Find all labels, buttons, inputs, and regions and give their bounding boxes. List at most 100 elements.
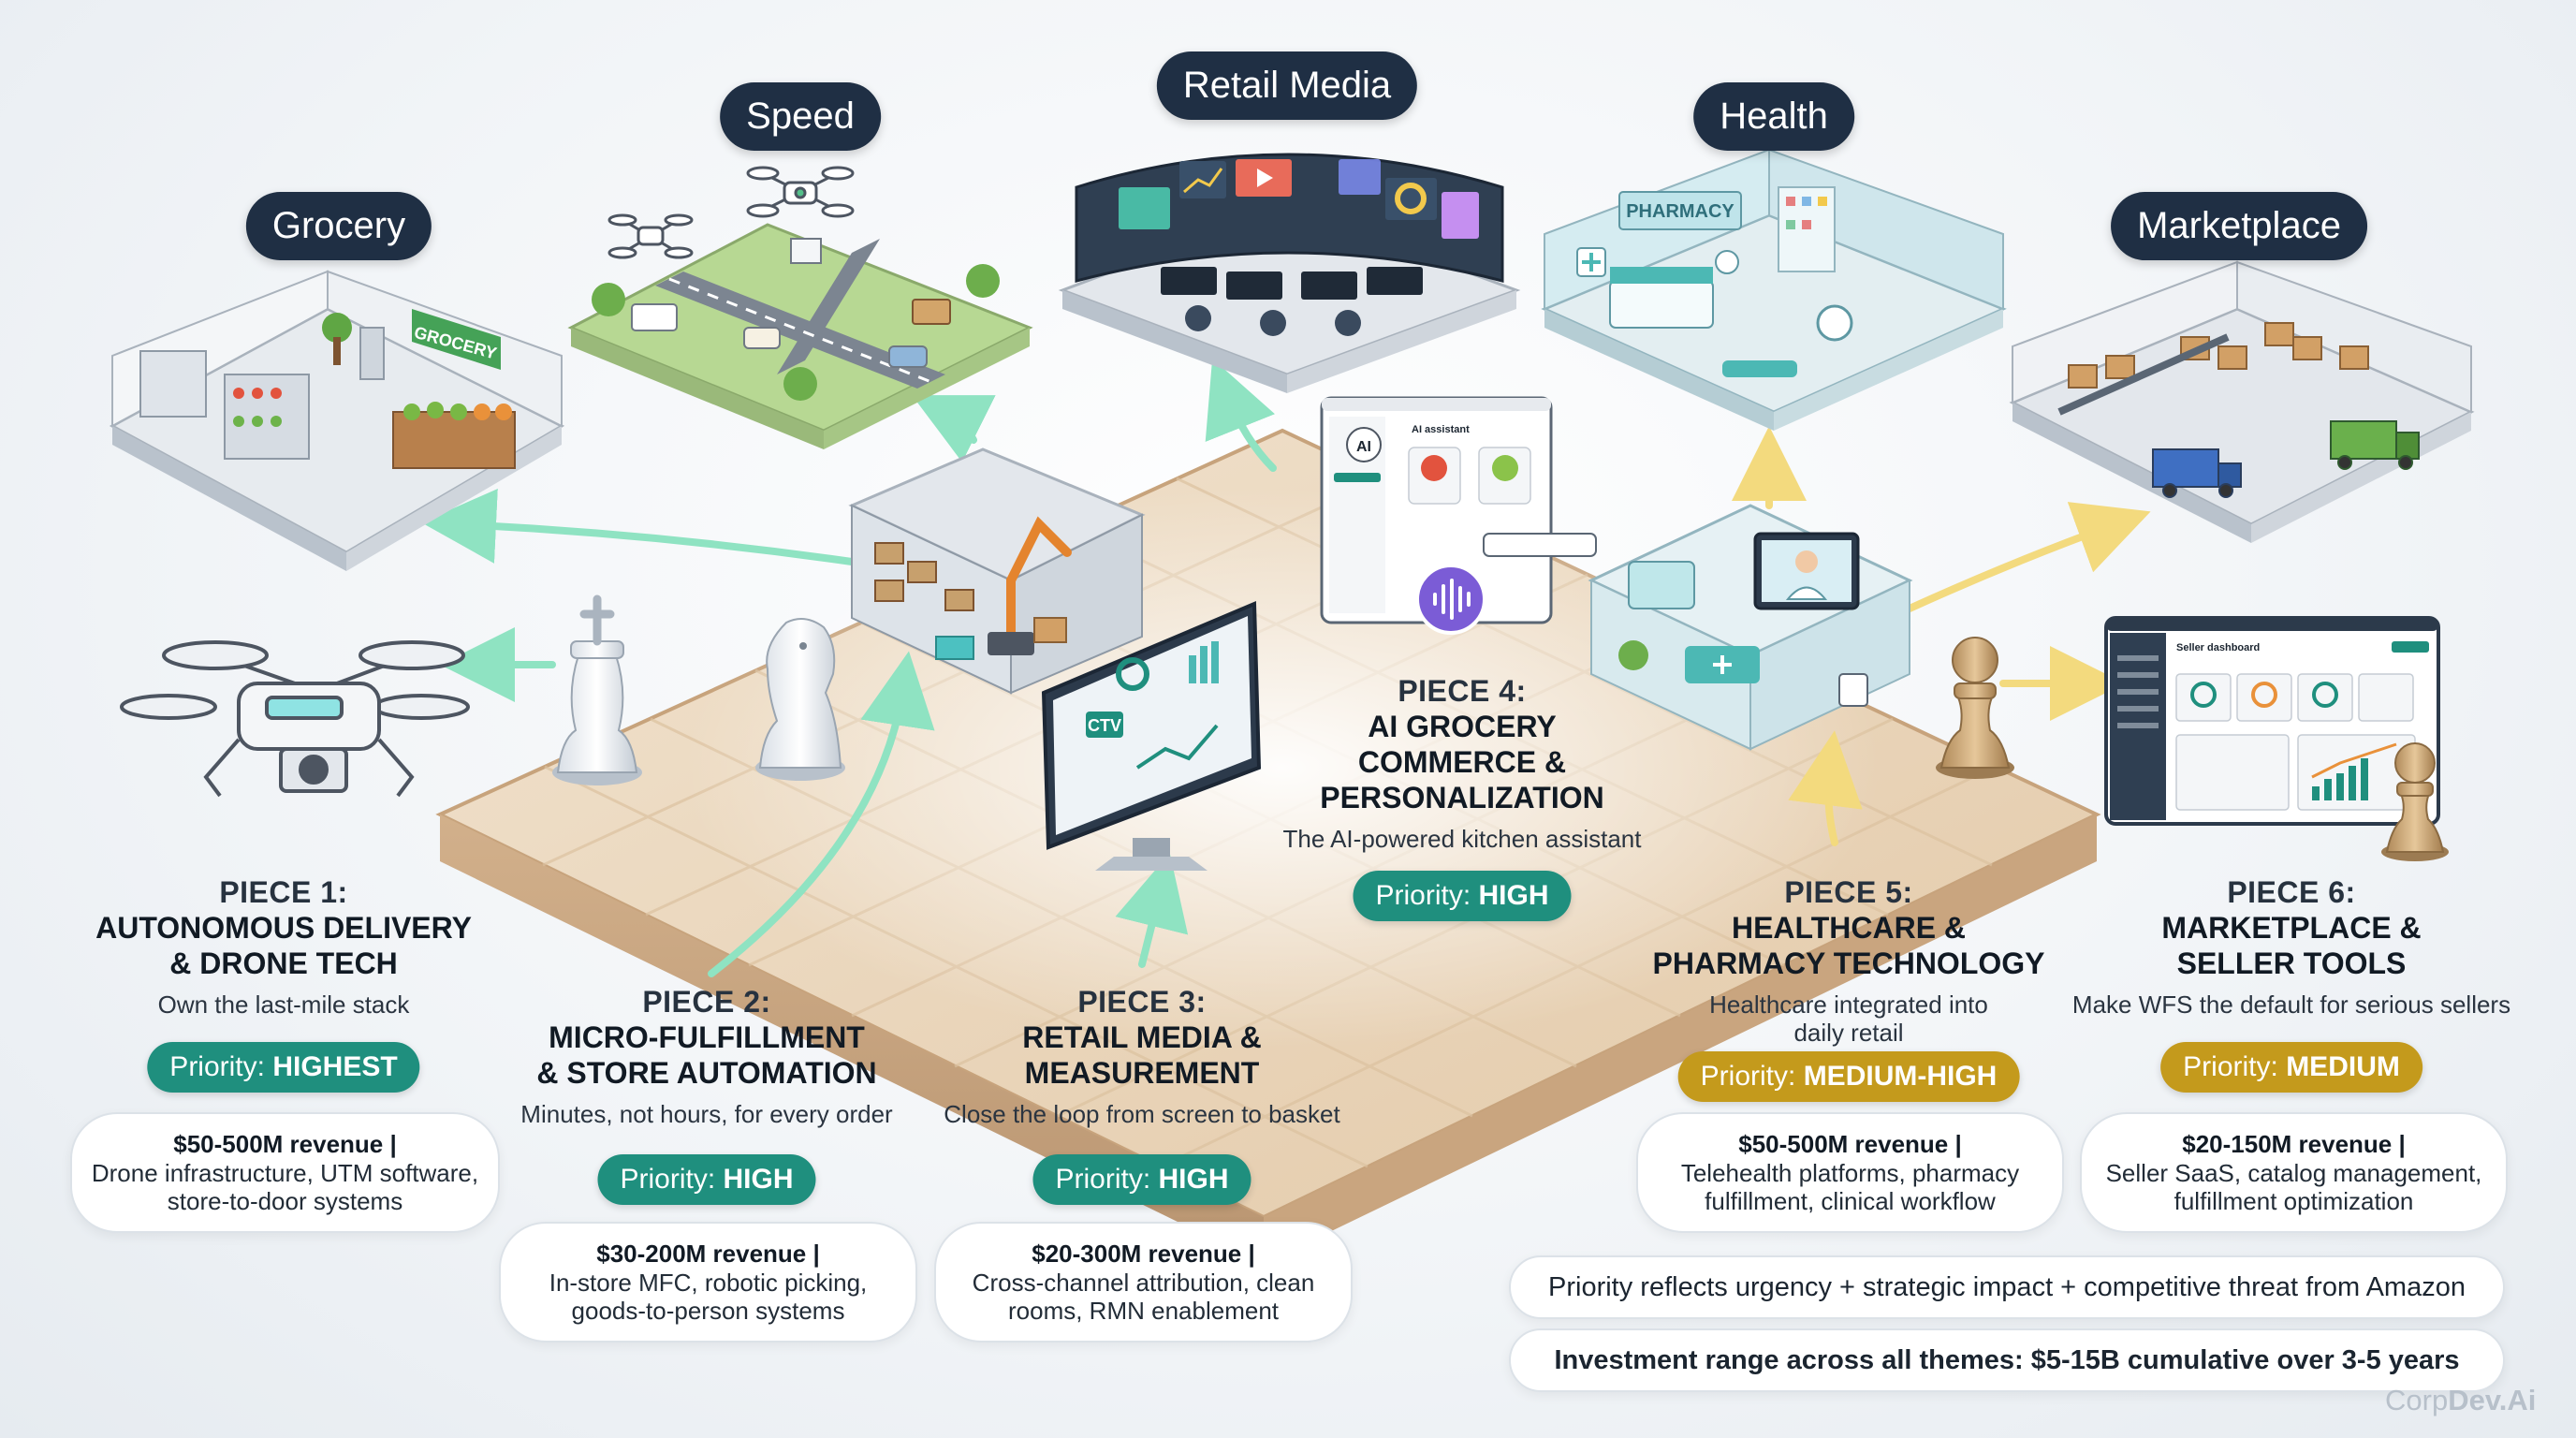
- piece-6-revenue: $20-150M revenue |: [2182, 1130, 2406, 1158]
- piece-1-title-line-2: & DRONE TECH: [169, 946, 398, 980]
- piece-3-priority-value: HIGH: [1158, 1164, 1229, 1195]
- piece-4-title-line-3: PERSONALIZATION: [1320, 781, 1604, 814]
- investment-note: Investment range across all themes: $5-1…: [1509, 1328, 2505, 1392]
- piece-1-priority-label: Priority:: [169, 1051, 265, 1082]
- piece-5-tagline-line-1: Healthcare integrated into: [1709, 990, 1988, 1019]
- piece-3-description-line-1: Cross-channel attribution, clean: [972, 1269, 1315, 1297]
- piece-1-description-line-1: Drone infrastructure, UTM software,: [91, 1159, 479, 1187]
- piece-4-block: PIECE 4: AI GROCERY COMMERCE & PERSONALI…: [1266, 674, 1659, 853]
- piece-1-priority-value: HIGHEST: [272, 1051, 398, 1082]
- piece-2-title-line-2: & STORE AUTOMATION: [536, 1056, 877, 1090]
- piece-1-revenue-card: $50-500M revenue | Drone infrastructure,…: [70, 1112, 500, 1233]
- category-marketplace: Marketplace: [2111, 192, 2367, 260]
- piece-4-priority-label: Priority:: [1375, 880, 1471, 911]
- piece-6-description-line-2: fulfillment optimization: [2174, 1187, 2414, 1215]
- piece-3-number: PIECE 3:: [1077, 985, 1207, 1019]
- drone-icon-small-1: [607, 213, 694, 259]
- piece-3-revenue: $20-300M revenue |: [1032, 1240, 1255, 1268]
- micro-fulfillment-illustration: [848, 448, 1146, 695]
- piece-5-number: PIECE 5:: [1784, 875, 1913, 909]
- piece-2-revenue: $30-200M revenue |: [596, 1240, 820, 1268]
- connection-arrows: [421, 358, 2151, 977]
- piece-2-number: PIECE 2:: [642, 985, 771, 1019]
- piece-5-priority-badge: Priority: MEDIUM-HIGH: [1677, 1051, 2020, 1102]
- piece-2-priority-value: HIGH: [723, 1164, 794, 1195]
- piece-3-priority-badge: Priority: HIGH: [1032, 1154, 1251, 1205]
- piece-1-title-line-1: AUTONOMOUS DELIVERY: [95, 911, 472, 945]
- piece-3-tagline: Close the loop from screen to basket: [944, 1100, 1340, 1128]
- piece-6-priority-value: MEDIUM: [2286, 1051, 2400, 1082]
- ai-badge: AI: [1356, 439, 1371, 455]
- piece-2-description-line-1: In-store MFC, robotic picking,: [549, 1269, 868, 1297]
- piece-5-title-line-1: HEALTHCARE &: [1731, 911, 1967, 945]
- piece-6-description-line-1: Seller SaaS, catalog management,: [2105, 1159, 2482, 1187]
- piece-6-tagline: Make WFS the default for serious sellers: [2071, 990, 2511, 1019]
- piece-6-title-line-1: MARKETPLACE &: [2161, 911, 2422, 945]
- piece-3-block: PIECE 3: RETAIL MEDIA & MEASUREMENT Clos…: [927, 985, 1357, 1128]
- chess-pawn-gold-icon: [1936, 637, 2014, 779]
- chess-king-icon: [552, 594, 642, 785]
- piece-2-block: PIECE 2: MICRO-FULFILLMENT & STORE AUTOM…: [491, 985, 922, 1128]
- grocery-store-illustration: GROCERY: [109, 270, 565, 571]
- piece-5-revenue-card: $50-500M revenue | Telehealth platforms,…: [1636, 1112, 2064, 1233]
- category-speed: Speed: [720, 82, 881, 151]
- retail-media-room-illustration: [1058, 153, 1521, 393]
- ctv-monitor-illustration: CTV: [1041, 601, 1262, 871]
- telehealth-illustration: [1588, 504, 1913, 751]
- piece-2-priority-badge: Priority: HIGH: [597, 1154, 816, 1205]
- category-health: Health: [1693, 82, 1854, 151]
- piece-5-block: PIECE 5: HEALTHCARE & PHARMACY TECHNOLOG…: [1624, 875, 2073, 1047]
- piece-1-priority-badge: Priority: HIGHEST: [147, 1042, 420, 1093]
- category-retail-media: Retail Media: [1156, 51, 1418, 120]
- piece-2-title-line-1: MICRO-FULFILLMENT: [549, 1020, 865, 1054]
- piece-2-revenue-card: $30-200M revenue | In-store MFC, robotic…: [499, 1222, 917, 1343]
- piece-6-block: PIECE 6: MARKETPLACE & SELLER TOOLS Make…: [2057, 875, 2525, 1019]
- piece-5-tagline-line-2: daily retail: [1793, 1019, 1904, 1047]
- piece-5-description-line-1: Telehealth platforms, pharmacy: [1680, 1159, 2020, 1187]
- piece-1-tagline: Own the last-mile stack: [157, 990, 410, 1019]
- piece-5-priority-label: Priority:: [1700, 1061, 1796, 1092]
- piece-3-priority-label: Priority:: [1055, 1164, 1151, 1195]
- brand-watermark: CorpDev.Ai: [2385, 1384, 2536, 1417]
- piece-3-title-line-1: RETAIL MEDIA &: [1022, 1020, 1262, 1054]
- chess-pawn-gold-small-icon: [2381, 742, 2449, 861]
- brand-name-bold: Dev.Ai: [2448, 1384, 2537, 1416]
- piece-6-priority-badge: Priority: MEDIUM: [2160, 1042, 2422, 1093]
- piece-5-title-line-2: PHARMACY TECHNOLOGY: [1652, 946, 2045, 980]
- piece-4-title-line-1: AI GROCERY: [1368, 710, 1557, 743]
- piece-6-number: PIECE 6:: [2227, 875, 2356, 909]
- piece-4-priority-value: HIGH: [1478, 880, 1549, 911]
- piece-4-priority-badge: Priority: HIGH: [1353, 871, 1572, 921]
- ai-assistant-illustration: AI AI assistant: [1320, 396, 1597, 635]
- warehouse-illustration: [2009, 260, 2475, 543]
- piece-2-tagline: Minutes, not hours, for every order: [520, 1100, 893, 1128]
- piece-3-description-line-2: rooms, RMN enablement: [1008, 1297, 1279, 1325]
- seller-dashboard-illustration: Seller dashboard: [2104, 616, 2440, 826]
- piece-1-block: PIECE 1: AUTONOMOUS DELIVERY & DRONE TEC…: [64, 875, 504, 1019]
- brand-name-light: Corp: [2385, 1384, 2449, 1416]
- piece-6-title-line-2: SELLER TOOLS: [2176, 946, 2407, 980]
- piece-2-description-line-2: goods-to-person systems: [571, 1297, 845, 1325]
- ctv-label: CTV: [1088, 716, 1121, 735]
- piece-1-number: PIECE 1:: [219, 875, 348, 909]
- piece-4-number: PIECE 4:: [1398, 674, 1527, 708]
- piece-1-revenue: $50-500M revenue |: [173, 1130, 397, 1158]
- truck-green: [2330, 420, 2420, 470]
- piece-4-title-line-2: COMMERCE &: [1357, 745, 1567, 779]
- priority-note: Priority reflects urgency + strategic im…: [1509, 1255, 2505, 1319]
- piece-5-priority-value: MEDIUM-HIGH: [1803, 1061, 1998, 1092]
- ai-panel-title: AI assistant: [1412, 424, 1470, 435]
- seller-dashboard-title: Seller dashboard: [2176, 642, 2260, 653]
- drone-icon-small-2: [746, 166, 855, 218]
- pharmacy-sign: PHARMACY: [1626, 201, 1734, 222]
- speed-road-illustration: [567, 166, 1033, 449]
- category-grocery: Grocery: [245, 192, 432, 260]
- truck-blue: [2152, 448, 2242, 498]
- chess-knight-icon: [755, 618, 845, 781]
- piece-4-tagline: The AI-powered kitchen assistant: [1282, 825, 1642, 853]
- piece-5-revenue: $50-500M revenue |: [1738, 1130, 1962, 1158]
- piece-3-revenue-card: $20-300M revenue | Cross-channel attribu…: [934, 1222, 1353, 1343]
- piece-6-priority-label: Priority:: [2183, 1051, 2278, 1082]
- piece-5-description-line-2: fulfillment, clinical workflow: [1705, 1187, 1996, 1215]
